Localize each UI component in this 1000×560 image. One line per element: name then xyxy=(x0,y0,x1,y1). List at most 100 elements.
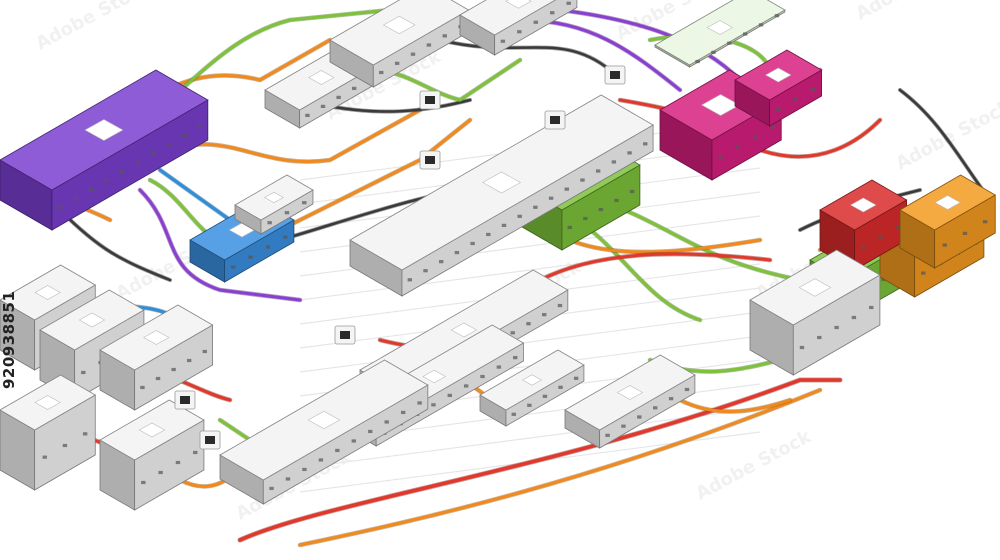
watermark-label: Adobe Stock xyxy=(692,426,815,505)
module-label-plate xyxy=(706,20,734,35)
green-frame-panel xyxy=(654,0,786,68)
connector-plug-icon xyxy=(199,430,221,450)
right-orange-block-2 xyxy=(899,174,997,269)
port-icon xyxy=(155,376,161,381)
port-icon xyxy=(557,303,563,308)
plug-socket xyxy=(425,96,435,104)
port-icon xyxy=(410,52,416,56)
port-icon xyxy=(439,260,444,264)
port-icon xyxy=(417,401,422,405)
lower-patch-panel-3 xyxy=(479,349,585,427)
port-icon xyxy=(611,160,617,164)
port-icon xyxy=(285,477,291,481)
port-icon xyxy=(695,59,700,64)
module-label-plate xyxy=(505,0,532,9)
port-icon xyxy=(284,211,290,215)
port-icon xyxy=(486,232,491,237)
port-icon xyxy=(447,393,452,397)
port-icon xyxy=(470,241,475,246)
port-icon xyxy=(496,365,502,369)
port-icon xyxy=(151,151,156,156)
port-icon xyxy=(73,196,78,201)
stock-image-id: 920938851 xyxy=(0,290,18,390)
module-label-plate xyxy=(34,395,61,410)
port-icon xyxy=(629,189,635,194)
port-icon xyxy=(265,245,271,249)
port-icon xyxy=(878,235,883,239)
port-icon xyxy=(384,420,389,424)
port-icon xyxy=(834,325,839,330)
port-icon xyxy=(643,142,648,146)
port-icon xyxy=(501,223,507,227)
network-cable xyxy=(138,188,302,302)
port-icon xyxy=(320,104,326,108)
module-label-plate xyxy=(382,15,416,35)
port-icon xyxy=(158,470,163,475)
port-icon xyxy=(335,448,340,453)
port-icon xyxy=(533,205,538,209)
port-icon xyxy=(770,125,775,129)
port-icon xyxy=(351,86,357,90)
central-patch-panel xyxy=(349,94,654,297)
top-server-module-3 xyxy=(459,0,578,56)
port-icon xyxy=(57,205,62,210)
connector-plug-icon xyxy=(174,390,196,410)
left-server-rack-5 xyxy=(99,304,214,411)
module-label-plate xyxy=(78,312,106,328)
module-label-plate xyxy=(450,322,478,338)
port-icon xyxy=(302,467,307,472)
top-server-module-2 xyxy=(329,0,470,88)
port-icon xyxy=(727,41,732,45)
port-icon xyxy=(442,34,447,38)
plug-socket xyxy=(550,116,560,124)
right-server-rack xyxy=(749,249,881,376)
port-icon xyxy=(621,424,626,428)
module-label-plate xyxy=(34,285,61,300)
port-icon xyxy=(423,269,428,273)
port-icon xyxy=(550,11,555,15)
port-icon xyxy=(810,87,816,91)
port-icon xyxy=(895,225,901,229)
network-cable xyxy=(158,168,232,222)
box-top-face xyxy=(459,0,557,36)
magenta-aux-module xyxy=(734,49,823,127)
port-icon xyxy=(583,216,588,221)
port-icon xyxy=(598,207,604,212)
network-cable xyxy=(678,398,792,413)
port-icon xyxy=(533,20,538,24)
port-icon xyxy=(758,23,764,27)
port-icon xyxy=(336,95,341,99)
port-icon xyxy=(431,403,436,407)
port-icon xyxy=(394,61,400,65)
port-icon xyxy=(627,151,632,155)
lower-patch-panel-4 xyxy=(564,354,696,449)
port-icon xyxy=(637,415,642,419)
port-icon xyxy=(962,231,968,235)
port-icon xyxy=(82,432,88,436)
port-icon xyxy=(851,315,857,320)
module-label-plate xyxy=(765,67,792,83)
port-icon xyxy=(564,187,569,191)
port-icon xyxy=(573,376,579,380)
port-icon xyxy=(81,370,86,375)
port-icon xyxy=(542,394,548,398)
port-icon xyxy=(595,169,601,173)
port-icon xyxy=(283,235,288,239)
port-icon xyxy=(668,397,674,401)
port-icon xyxy=(580,178,585,182)
connector-plug-icon xyxy=(604,65,626,85)
network-cable xyxy=(298,388,822,547)
port-icon xyxy=(653,406,658,410)
port-icon xyxy=(793,97,798,101)
port-icon xyxy=(513,356,518,360)
port-icon xyxy=(605,433,610,437)
port-icon xyxy=(400,410,406,415)
port-icon xyxy=(193,450,198,455)
bottom-patch-panel xyxy=(219,359,429,505)
port-icon xyxy=(861,245,866,249)
port-icon xyxy=(318,458,324,462)
port-icon xyxy=(248,255,253,259)
port-icon xyxy=(558,385,563,389)
watermark-label: Adobe Stock xyxy=(852,0,975,24)
